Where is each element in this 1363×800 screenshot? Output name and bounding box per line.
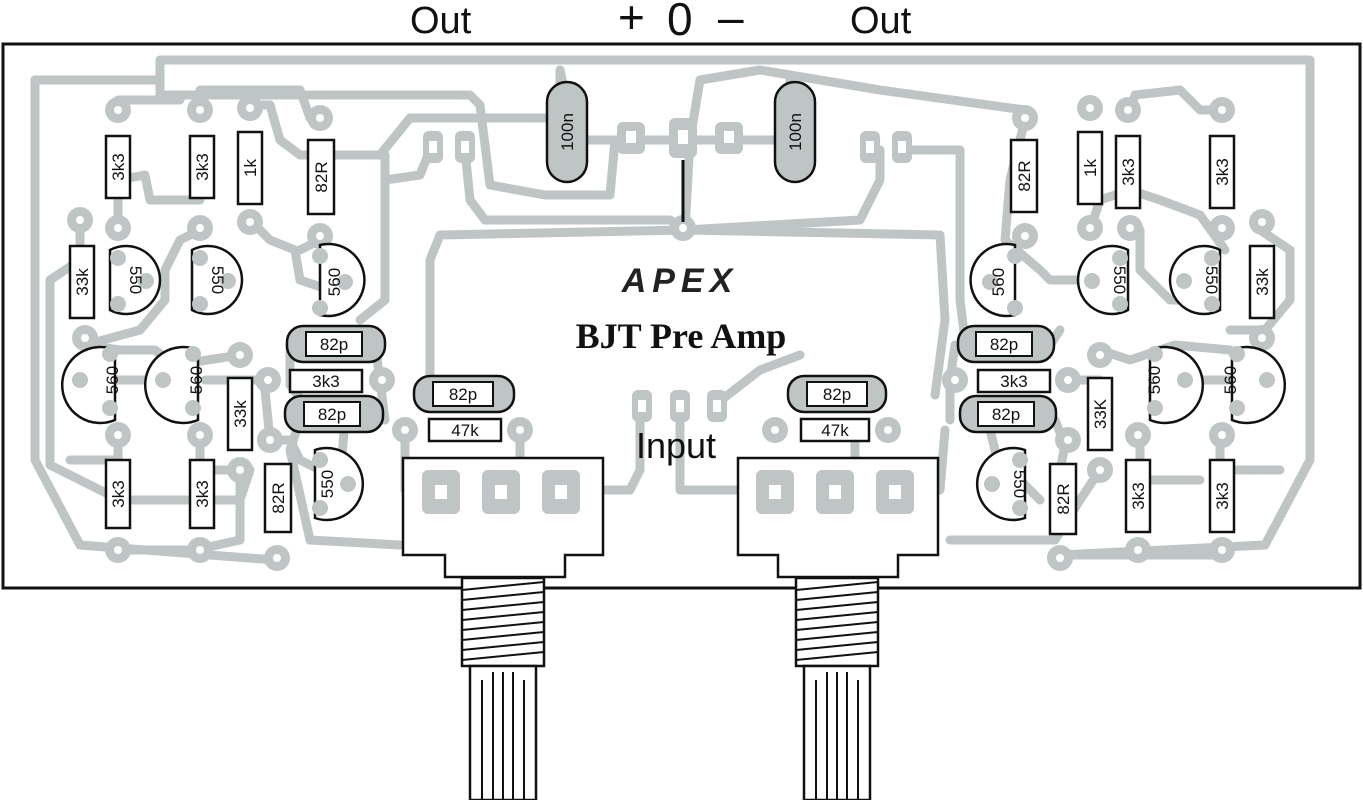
svg-text:82p: 82p	[992, 405, 1020, 424]
svg-text:82p: 82p	[990, 335, 1018, 354]
resistor-1k-right: 1k	[1076, 130, 1104, 206]
capacitor-82p-left-1: 82p	[285, 324, 387, 364]
capacitor-82p-center-right: 82p	[786, 374, 888, 414]
svg-text:82p: 82p	[449, 385, 477, 404]
resistor-82r-left-top: 82R	[306, 138, 336, 216]
capacitor-82p-left-2: 82p	[283, 394, 385, 434]
potentiometer-right	[736, 456, 940, 800]
svg-text:33k: 33k	[231, 400, 250, 428]
resistor-82r-right-bottom: 82R	[1048, 462, 1078, 536]
transistor-550-left-3: 550	[312, 446, 365, 522]
svg-text:550: 550	[1202, 266, 1221, 294]
svg-text:560: 560	[1221, 366, 1240, 394]
svg-text:560: 560	[989, 268, 1008, 296]
resistor-47k-left: 47k	[427, 417, 503, 443]
svg-text:82R: 82R	[312, 161, 331, 192]
transistor-550-left-2: 550	[190, 244, 244, 316]
svg-text:550: 550	[1110, 266, 1129, 294]
svg-text:550: 550	[126, 266, 145, 294]
svg-text:3k3: 3k3	[1129, 482, 1148, 509]
svg-text:3k3: 3k3	[193, 480, 212, 507]
resistor-33k-right-1: 33k	[1248, 244, 1276, 320]
capacitor-82p-right-2: 82p	[958, 394, 1058, 434]
svg-text:560: 560	[187, 366, 206, 394]
svg-text:47k: 47k	[821, 421, 849, 440]
out-right-label: Out	[850, 0, 912, 42]
transistor-550-right-3: 550	[975, 446, 1029, 522]
resistor-3k3-right-1: 3k3	[1114, 134, 1142, 210]
transistor-560-left-2: 560	[60, 345, 122, 425]
svg-text:82R: 82R	[269, 482, 288, 513]
transistor-560-left-1: 560	[312, 242, 366, 318]
svg-text:82R: 82R	[1054, 483, 1073, 514]
transistor-550-right-1: 550	[1076, 244, 1130, 316]
capacitor-100n-right: 100n	[773, 80, 817, 184]
svg-text:82p: 82p	[320, 335, 348, 354]
transistor-560-left-3: 560	[143, 345, 206, 425]
resistor-3k3-1: 3k3	[104, 134, 132, 200]
svg-text:550: 550	[318, 470, 337, 498]
svg-text:560: 560	[103, 366, 122, 394]
resistor-1k-left: 1k	[236, 130, 264, 206]
svg-text:82p: 82p	[318, 405, 346, 424]
transistor-560-right-2: 560	[1145, 345, 1205, 425]
svg-text:550: 550	[208, 266, 227, 294]
minus-label: –	[718, 0, 744, 43]
resistor-82r-left-bottom: 82R	[263, 462, 293, 534]
resistor-47k-right: 47k	[799, 417, 871, 443]
resistor-3k3-left-bottom-1: 3k3	[104, 458, 132, 530]
capacitor-82p-center-left: 82p	[412, 374, 516, 414]
input-label: Input	[636, 425, 716, 466]
svg-text:33K: 33K	[1091, 398, 1110, 429]
apex-logo: APEX	[621, 262, 739, 300]
board-title: BJT Pre Amp	[576, 316, 787, 356]
svg-text:560: 560	[1145, 366, 1164, 394]
resistor-33k-left-1: 33k	[68, 244, 96, 320]
svg-text:47k: 47k	[451, 421, 479, 440]
resistor-3k3-right-bottom-2: 3k3	[1208, 458, 1236, 534]
svg-text:1k: 1k	[1081, 159, 1100, 177]
svg-text:1k: 1k	[241, 159, 260, 177]
svg-text:3k3: 3k3	[1213, 482, 1232, 509]
svg-text:560: 560	[325, 268, 344, 296]
svg-text:3k3: 3k3	[193, 153, 212, 180]
transistor-560-right-1: 560	[969, 242, 1023, 318]
svg-text:3k3: 3k3	[109, 153, 128, 180]
svg-text:3k3: 3k3	[1119, 158, 1138, 185]
resistor-3k3-right-bottom-1: 3k3	[1124, 458, 1152, 534]
svg-text:33k: 33k	[73, 268, 92, 296]
svg-text:3k3: 3k3	[312, 372, 339, 391]
transistor-560-right-3: 560	[1221, 345, 1287, 425]
resistor-3k3-right-horizontal: 3k3	[976, 368, 1052, 394]
svg-text:82p: 82p	[823, 385, 851, 404]
svg-text:100n: 100n	[786, 113, 805, 151]
svg-text:550: 550	[1010, 470, 1029, 498]
resistor-3k3-right-2: 3k3	[1208, 134, 1236, 210]
plus-label: +	[618, 0, 645, 43]
svg-text:82R: 82R	[1015, 160, 1034, 191]
resistor-3k3-left-horizontal: 3k3	[288, 368, 364, 394]
out-left-label: Out	[410, 0, 472, 42]
svg-text:100n: 100n	[558, 113, 577, 151]
capacitor-100n-left: 100n	[545, 80, 589, 184]
potentiometer-left	[401, 456, 605, 800]
svg-text:3k3: 3k3	[109, 480, 128, 507]
resistor-3k3-2: 3k3	[188, 134, 216, 200]
zero-label: 0	[667, 0, 693, 45]
svg-text:33k: 33k	[1253, 268, 1272, 296]
svg-text:3k3: 3k3	[1213, 158, 1232, 185]
capacitor-82p-right-1: 82p	[956, 324, 1056, 364]
transistor-550-right-2: 550	[1168, 244, 1222, 316]
pads	[67, 95, 1275, 571]
transistor-550-left-1: 550	[108, 244, 162, 316]
resistor-33k-right-2: 33K	[1086, 376, 1114, 452]
resistor-82r-right-top: 82R	[1009, 138, 1039, 214]
resistor-3k3-left-bottom-2: 3k3	[188, 458, 216, 530]
resistor-33k-left-2: 33k	[226, 376, 254, 452]
svg-text:3k3: 3k3	[1000, 372, 1027, 391]
